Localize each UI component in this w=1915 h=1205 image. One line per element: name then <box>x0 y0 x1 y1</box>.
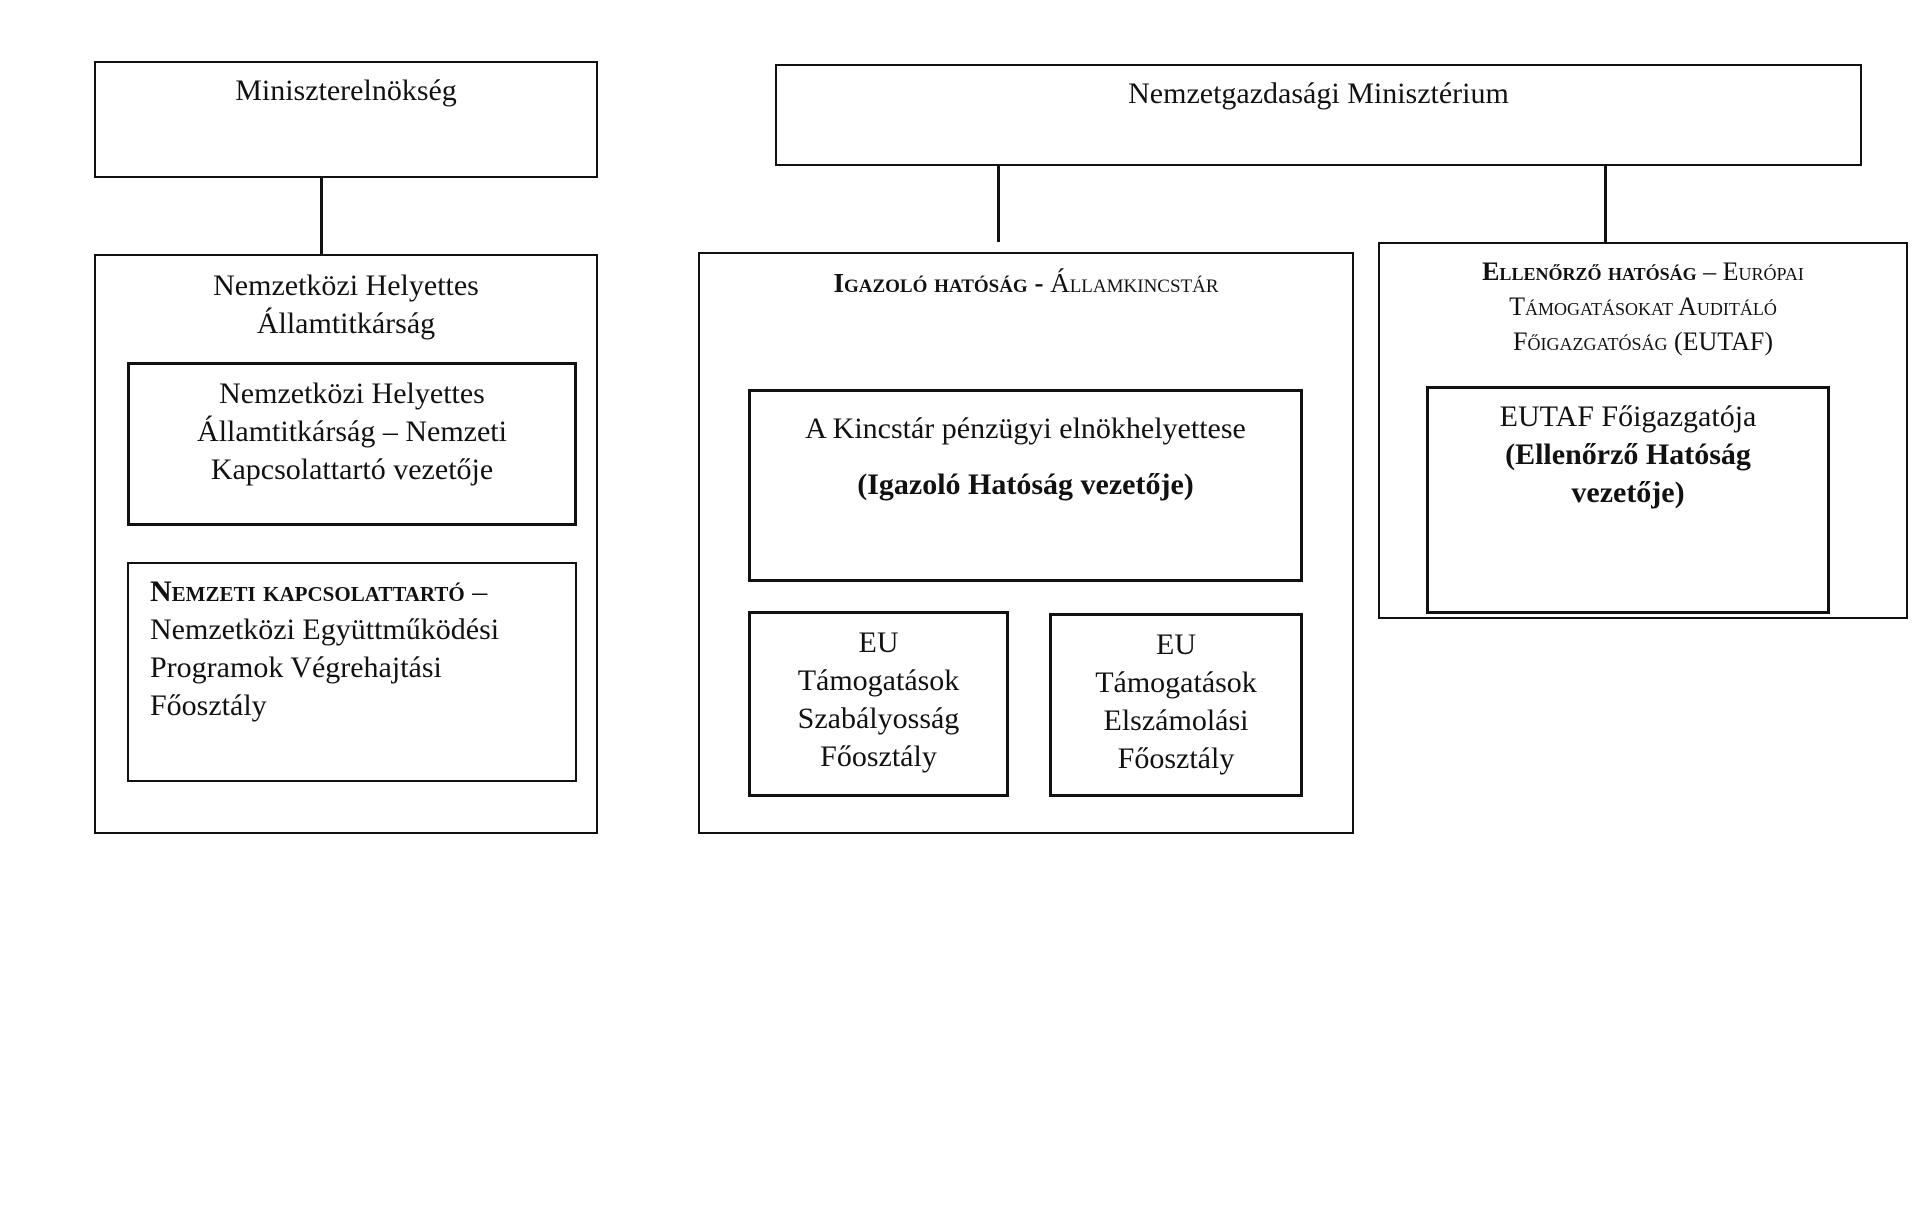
national-contact-label: Nemzeti kapcsolattartó – Nemzetközi Együ… <box>150 575 500 722</box>
connector-audit <box>1604 166 1607 242</box>
connector-certifying <box>997 166 1000 242</box>
miniszterelnokseg-label: Miniszterelnökség <box>235 74 457 107</box>
accounting-department-box <box>1049 613 1303 797</box>
regularity-department-label: EU Támogatások Szabályosság Főosztály <box>797 626 960 773</box>
certifying-head-box <box>748 389 1303 582</box>
connector-left <box>320 178 323 254</box>
accounting-department-label: EU Támogatások Elszámolási Főosztály <box>1095 628 1257 775</box>
national-contact-head-label: Nemzetközi Helyettes Államtitkárság – Ne… <box>197 377 507 486</box>
national-contact-box <box>127 562 577 782</box>
audit-head-label: EUTAF Főigazgatója (Ellenőrző Hatóság ve… <box>1499 400 1757 509</box>
deputy-state-secretariat-title: Nemzetközi Helyettes Államtitkárság <box>213 269 479 340</box>
national-contact-head-box <box>127 362 577 526</box>
regularity-department-box <box>748 611 1009 797</box>
miniszterelnokseg-box <box>94 61 598 178</box>
ministry-label: Nemzetgazdasági Minisztérium <box>1128 77 1509 110</box>
audit-authority-title: Ellenőrző hatóság – Európai Támogatásoka… <box>1482 257 1804 356</box>
audit-head-box <box>1426 386 1830 614</box>
ministry-box <box>775 64 1862 166</box>
certifying-authority-title: Igazoló hatóság - Államkincstár <box>833 268 1219 298</box>
certifying-head-label: A Kincstár pénzügyi elnökhelyettese (Iga… <box>805 412 1246 501</box>
